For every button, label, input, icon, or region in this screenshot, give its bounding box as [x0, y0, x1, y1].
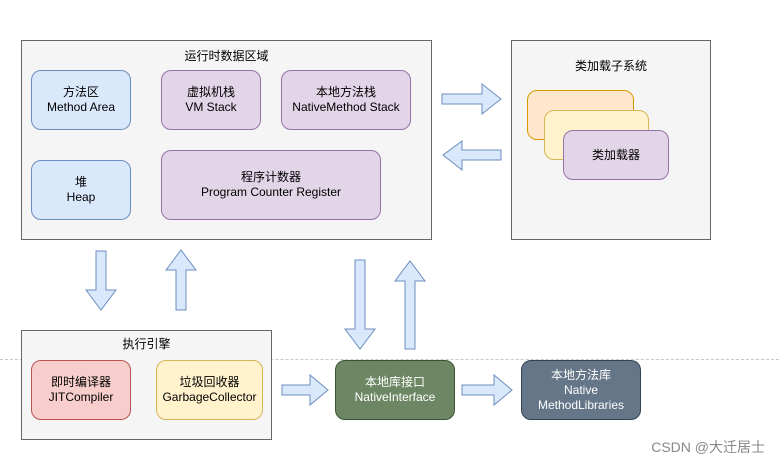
program-counter-register-box: 程序计数器 Program Counter Register [161, 150, 381, 220]
heap-label-cn: 堆 [74, 175, 87, 189]
arrow-left-to-runtime-area [442, 140, 502, 172]
arrow-up-to-runtime-area [165, 249, 197, 311]
dashed-separator-line [0, 359, 779, 360]
vm-stack-box: 虚拟机栈 VM Stack [161, 70, 261, 130]
method-area-label-en: Method Area [46, 100, 116, 114]
heap-box: 堆 Heap [31, 160, 131, 220]
native-interface-label-cn: 本地库接口 [364, 375, 425, 389]
jit-compiler-label-en: JITCompiler [48, 390, 114, 404]
garbage-collector-box: 垃圾回收器 GarbageCollector [156, 360, 263, 420]
native-method-stack-label-en: NativeMethod Stack [292, 100, 400, 114]
class-loader-label: 类加载器 [591, 147, 640, 162]
native-method-stack-box: 本地方法栈 NativeMethod Stack [281, 70, 411, 130]
jit-compiler-box: 即时编译器 JITCompiler [31, 360, 131, 420]
arrow-down-to-native-interface [344, 259, 376, 350]
native-libraries-label-line1: 本地方法库 [550, 367, 611, 382]
arrow-right-to-class-loader [441, 82, 502, 116]
native-method-libraries-box: 本地方法库 Native MethodLibraries [521, 360, 641, 420]
native-interface-box: 本地库接口 NativeInterface [335, 360, 455, 420]
runtime-data-area-title: 运行时数据区域 [184, 49, 269, 63]
native-libraries-label-line2: Native [563, 382, 598, 397]
native-interface-label-en: NativeInterface [354, 390, 436, 404]
class-loader-subsystem-title: 类加载子系统 [574, 59, 647, 73]
heap-label-en: Heap [66, 190, 96, 204]
vm-stack-label-cn: 虚拟机栈 [186, 85, 235, 99]
jit-compiler-label-cn: 即时编译器 [50, 375, 111, 389]
pc-register-label-en: Program Counter Register [200, 185, 342, 199]
native-method-stack-label-cn: 本地方法栈 [315, 85, 376, 99]
garbage-collector-label-cn: 垃圾回收器 [179, 375, 240, 389]
arrow-right-to-native-libraries [461, 373, 513, 407]
arrow-up-from-native-interface [394, 260, 426, 350]
garbage-collector-label-en: GarbageCollector [162, 390, 257, 404]
arrow-down-to-execution-engine [85, 250, 117, 311]
class-loader-box: 类加载器 [563, 130, 669, 180]
method-area-box: 方法区 Method Area [31, 70, 131, 130]
vm-stack-label-en: VM Stack [185, 100, 237, 114]
arrow-right-to-native-interface [281, 373, 329, 407]
execution-engine-title: 执行引擎 [122, 337, 171, 351]
pc-register-label-cn: 程序计数器 [240, 170, 301, 184]
method-area-label-cn: 方法区 [62, 85, 99, 99]
csdn-watermark: CSDN @大迁居士 [651, 439, 765, 455]
native-libraries-label-line3: MethodLibraries [537, 397, 625, 412]
